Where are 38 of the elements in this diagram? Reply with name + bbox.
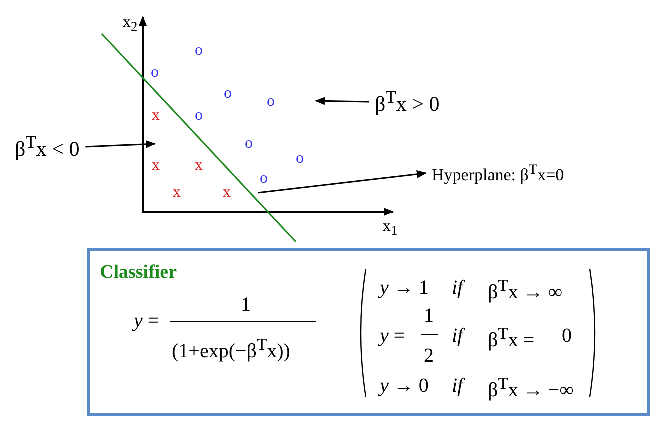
- annotation-label: Hyperplane: β$^{T}$x=0: [432, 163, 564, 184]
- circle-marker: o: [195, 108, 203, 124]
- annotation-label: β$^{T}$x < 0: [15, 134, 80, 160]
- classifier-panel: [87, 248, 650, 416]
- formula-text: β$^{T}$x =: [488, 326, 535, 351]
- arrow: [86, 140, 156, 148]
- formula-text: 2: [424, 346, 434, 366]
- formula-text: y =: [134, 311, 160, 331]
- formula-text: if: [452, 278, 464, 298]
- formula-text: y → 1: [380, 278, 429, 298]
- formula-text: if: [452, 326, 464, 346]
- classifier-heading: Classifier: [100, 263, 178, 282]
- circle-marker: o: [267, 94, 275, 110]
- circle-marker: o: [224, 86, 232, 102]
- formula-text: 0: [562, 326, 572, 346]
- circle-marker: o: [195, 43, 203, 59]
- circle-marker: o: [151, 65, 159, 81]
- formula-text: β$^{T}$x → ∞: [488, 278, 563, 303]
- circle-marker: o: [245, 136, 253, 152]
- axis-label: x$_{1}$: [383, 219, 398, 238]
- annotation-label: β$^{T}$x > 0: [375, 89, 440, 115]
- cross-marker: x: [152, 108, 160, 124]
- formula-text: (1+exp(−β$^{T}$x)): [172, 337, 290, 362]
- cross-marker: x: [195, 158, 203, 174]
- arrow: [315, 97, 370, 106]
- cross-marker: x: [152, 158, 160, 174]
- formula-text: y =: [380, 326, 406, 346]
- cross-marker: x: [223, 185, 231, 201]
- circle-marker: o: [260, 171, 268, 187]
- formula-text: 1: [241, 295, 251, 315]
- circle-marker: o: [296, 151, 304, 167]
- arrow: [258, 170, 427, 194]
- formula-text: 1: [424, 306, 434, 326]
- formula-text: y → 0: [380, 376, 429, 396]
- cross-marker: x: [173, 185, 181, 201]
- axis-label: x$_{2}$: [123, 15, 138, 34]
- formula-text: if: [452, 376, 464, 396]
- formula-text: β$^{T}$x → −∞: [488, 376, 574, 401]
